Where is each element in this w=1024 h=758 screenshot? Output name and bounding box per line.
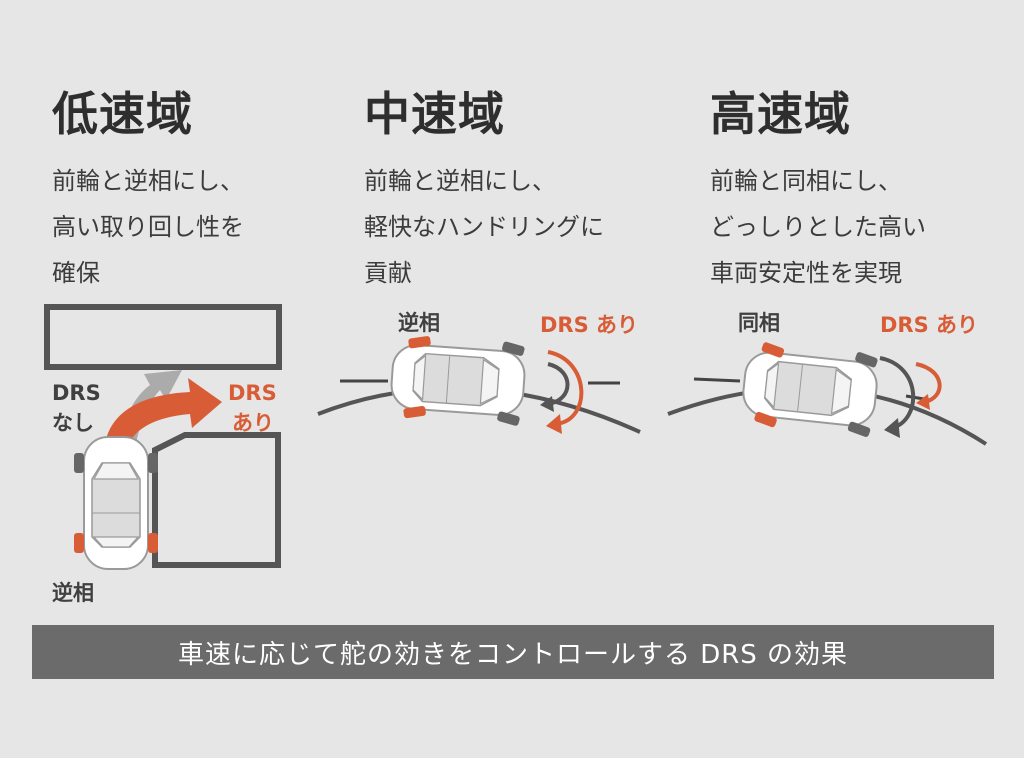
low-speed-column: 低速域 前輪と逆相にし、 高い取り回し性を 確保: [52, 80, 352, 296]
mid-drs-on-label: DRS あり: [540, 313, 639, 337]
low-drs-on-label-line1: DRS: [228, 381, 277, 405]
mid-yaw-arrow-orange-head: [546, 414, 562, 434]
high-phase-label: 同相: [738, 311, 780, 335]
mid-yaw-arrow-grey: [547, 362, 570, 406]
low-speed-illustration: [44, 304, 282, 570]
mid-yaw-arrow-orange: [547, 350, 584, 426]
low-drs-off-label-line1: DRS: [52, 381, 101, 405]
mid-speed-heading: 中速域: [364, 87, 505, 141]
wall-corner: [152, 432, 281, 568]
mid-phase-label: 逆相: [398, 311, 440, 335]
high-speed-column: 高速域 前輪と同相にし、 どっしりとした高い 車両安定性を実現: [710, 80, 1010, 296]
high-speed-car-icon: [740, 342, 880, 437]
high-yaw-arrow-grey: [879, 356, 916, 430]
wall-top: [44, 304, 282, 370]
high-yaw-arrow-orange-head: [916, 394, 930, 410]
high-road-mark-left: [693, 377, 741, 383]
mid-speed-description: 前輪と逆相にし、 軽快なハンドリングに 貢献: [364, 167, 604, 287]
low-speed-car-icon: [74, 436, 158, 570]
low-drs-on-label-line2: あり: [232, 411, 274, 435]
low-drs-off-label-line2: なし: [52, 411, 94, 435]
high-speed-description: 前輪と同相にし、 どっしりとした高い 車両安定性を実現: [710, 167, 926, 287]
low-phase-label: 逆相: [52, 581, 94, 605]
mid-speed-car-icon: [388, 336, 528, 426]
caption-text: 車速に応じて舵の効きをコントロールする DRS の効果: [177, 639, 849, 670]
low-speed-description: 前輪と逆相にし、 高い取り回し性を 確保: [52, 167, 244, 287]
low-speed-heading: 低速域: [52, 87, 193, 141]
mid-speed-column: 中速域 前輪と逆相にし、 軽快なハンドリングに 貢献: [364, 80, 664, 296]
high-drs-on-label: DRS あり: [880, 313, 979, 337]
high-yaw-arrow-grey-head: [884, 418, 900, 438]
high-speed-heading: 高速域: [710, 87, 851, 141]
high-yaw-arrow-orange: [915, 362, 942, 404]
drs-on-arrow: [104, 378, 222, 458]
mid-speed-illustration: [317, 336, 641, 434]
caption-bar: 車速に応じて舵の効きをコントロールする DRS の効果: [32, 625, 994, 679]
mid-yaw-arrow-grey-head: [540, 396, 554, 412]
high-speed-illustration: [667, 342, 988, 446]
